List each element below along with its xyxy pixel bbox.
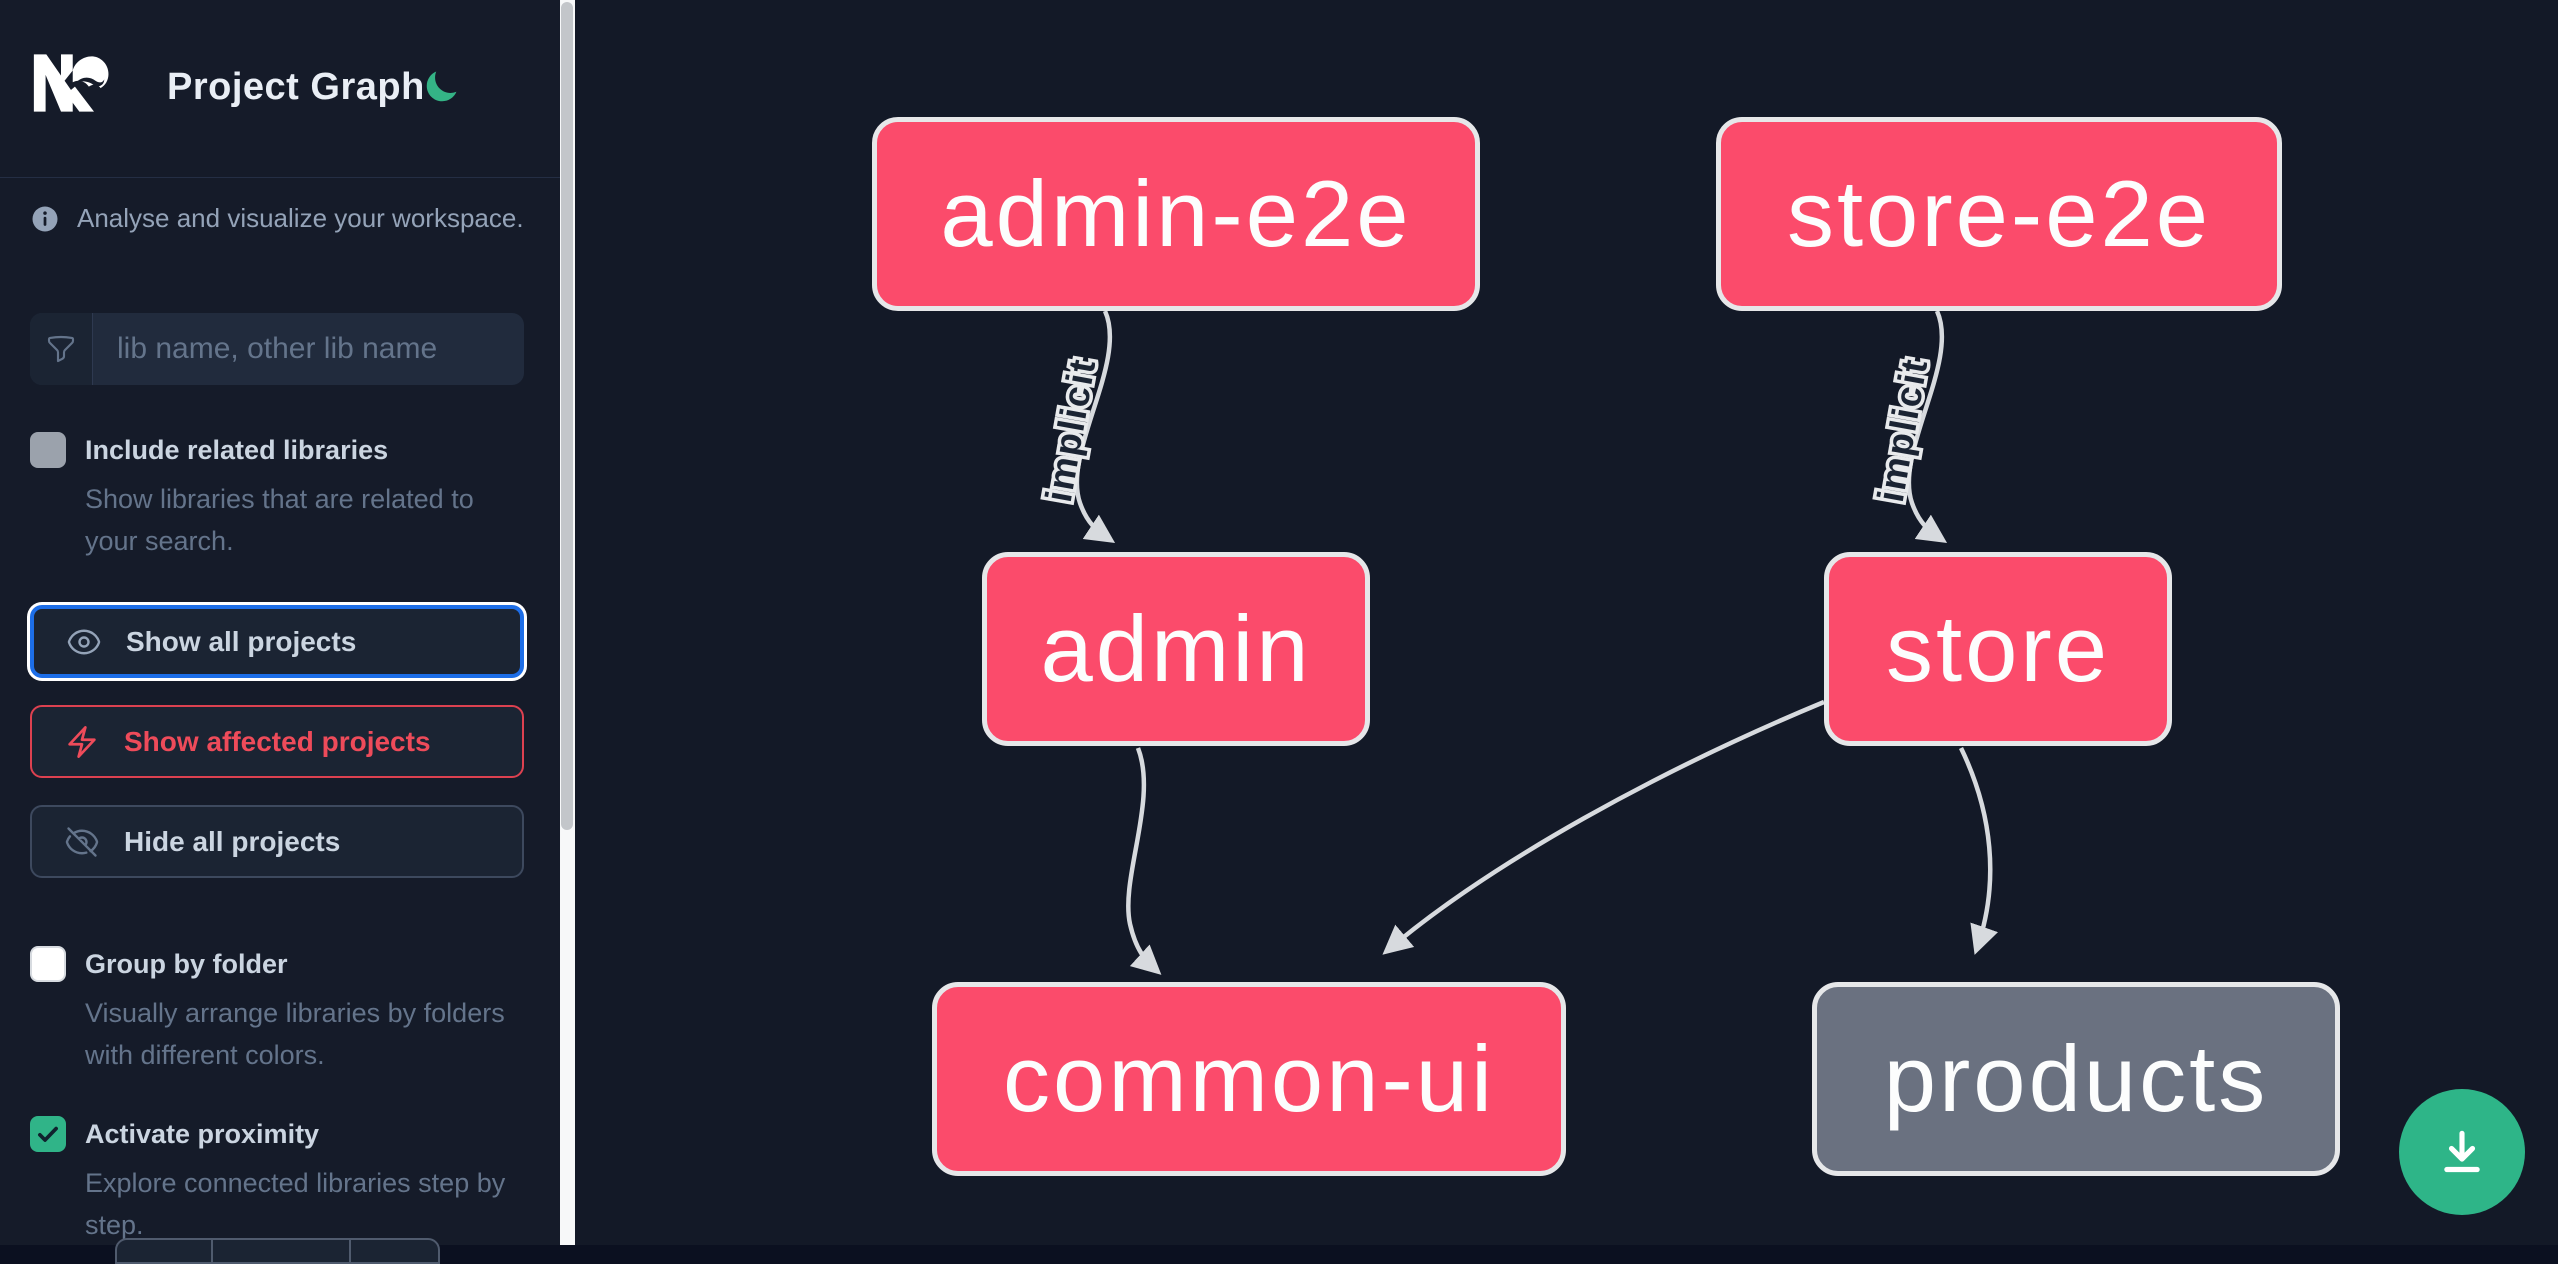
group-by-folder-label: Group by folder	[85, 948, 288, 979]
activate-proximity-description: Explore connected libraries step by step…	[85, 1168, 506, 1240]
sidebar-header: Project Graph	[0, 0, 560, 177]
page-title: Project Graph	[167, 66, 425, 108]
info-icon	[32, 206, 58, 231]
graph-node-admin-e2e[interactable]: admin-e2e	[872, 117, 1480, 311]
show-affected-projects-label: Show affected projects	[124, 725, 431, 757]
proximity-depth-control[interactable]	[115, 1238, 440, 1264]
checkmark-icon	[38, 1126, 58, 1142]
bolt-icon	[68, 725, 96, 758]
filter-funnel-icon	[30, 313, 93, 385]
eye-icon	[67, 629, 101, 654]
show-affected-projects-button[interactable]: Show affected projects	[30, 705, 524, 778]
workspace-tagline-row: Analyse and visualize your workspace.	[30, 203, 530, 234]
group-by-folder-checkbox[interactable]	[30, 946, 66, 982]
dark-mode-toggle-moon-icon[interactable]	[422, 68, 460, 106]
show-all-projects-button[interactable]: Show all projects	[30, 605, 524, 678]
graph-node-store-e2e[interactable]: store-e2e	[1716, 117, 2282, 311]
proximity-decrement-segment[interactable]	[117, 1240, 211, 1262]
graph-node-products[interactable]: products	[1812, 982, 2340, 1176]
edge-label-admin-e2e: implicit	[1038, 355, 1104, 505]
graph-node-common-ui[interactable]: common-ui	[932, 982, 1566, 1176]
group-by-folder-option: Group by folder Visually arrange librari…	[30, 946, 535, 1076]
activate-proximity-checkbox[interactable]	[30, 1116, 66, 1152]
header-divider	[0, 177, 560, 178]
workspace-tagline: Analyse and visualize your workspace.	[77, 203, 524, 233]
proximity-value-segment	[211, 1240, 349, 1262]
hide-all-projects-label: Hide all projects	[124, 825, 341, 857]
edge-label-store-e2e: implicit	[1870, 355, 1936, 505]
graph-node-admin[interactable]: admin	[982, 552, 1370, 746]
include-related-checkbox[interactable]	[30, 432, 66, 468]
nx-logo	[33, 54, 109, 112]
sidebar-scrollbar[interactable]	[560, 0, 575, 1245]
hide-all-projects-button[interactable]: Hide all projects	[30, 805, 524, 878]
activate-proximity-label: Activate proximity	[85, 1118, 320, 1149]
scrollbar-thumb[interactable]	[561, 2, 573, 830]
include-related-label: Include related libraries	[85, 434, 389, 465]
graph-edge-store-common-ui	[1382, 699, 1825, 955]
sidebar: Project Graph Analyse and visualize your…	[0, 0, 560, 1264]
graph-edge-store-e2e-store	[1906, 310, 1948, 544]
include-related-description: Show libraries that are related to your …	[85, 484, 474, 556]
eye-slash-icon	[65, 826, 99, 857]
save-image-button[interactable]	[2399, 1089, 2525, 1215]
include-related-option: Include related libraries Show libraries…	[30, 432, 535, 562]
graph-node-store[interactable]: store	[1824, 552, 2172, 746]
project-filter-field[interactable]	[30, 313, 524, 385]
search-input[interactable]	[93, 313, 524, 385]
proximity-increment-segment[interactable]	[349, 1240, 438, 1262]
graph-edge-admin-e2e-admin	[1074, 310, 1116, 544]
download-icon	[2444, 1130, 2480, 1173]
group-by-folder-description: Visually arrange libraries by folders wi…	[85, 998, 505, 1070]
graph-edge-store-products	[1958, 747, 1999, 955]
show-all-projects-label: Show all projects	[126, 625, 357, 657]
activate-proximity-option: Activate proximity Explore connected lib…	[30, 1116, 535, 1246]
graph-edge-admin-common-ui	[1126, 747, 1162, 975]
